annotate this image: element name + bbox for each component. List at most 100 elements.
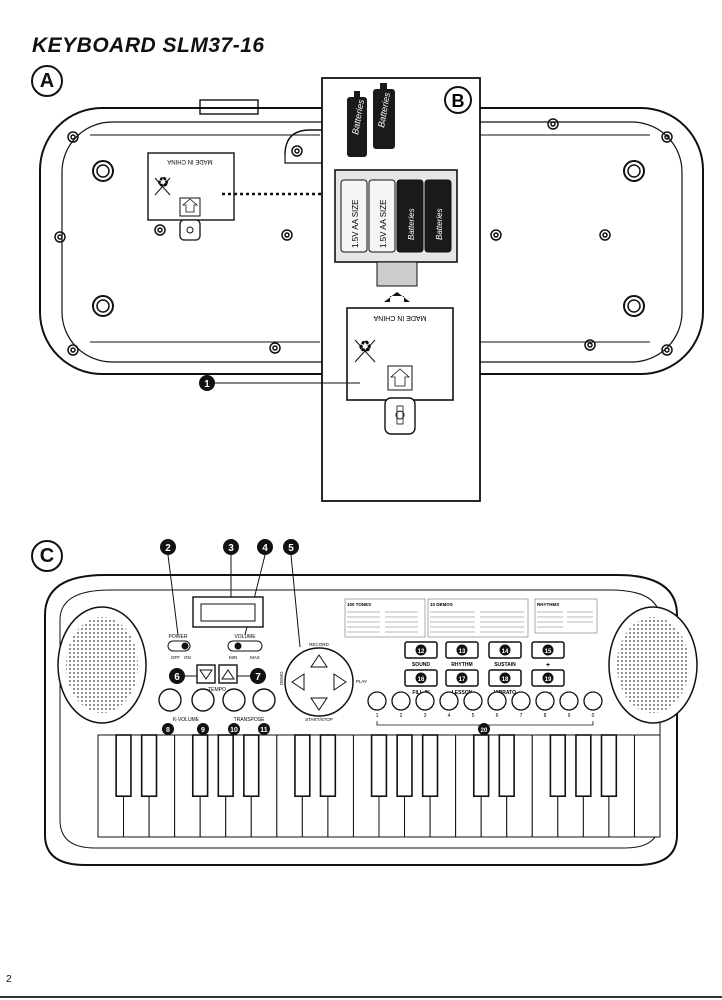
rhythm-label: RHYTHM [451,662,472,668]
callout-9: 9 [201,727,205,734]
black-key[interactable] [600,734,618,798]
made-in-label-small: MADE IN CHINA [167,158,212,164]
callout-2: 2 [165,543,171,554]
callout-15: 15 [545,649,552,655]
callout-14: 14 [502,649,509,655]
callout-6: 6 [174,672,180,683]
callout-12: 12 [418,649,425,655]
black-key[interactable] [191,734,209,798]
power-off-label: OFF [171,655,180,660]
black-key[interactable] [498,734,515,798]
white-key[interactable] [633,734,661,838]
fill-in-button[interactable]: 16 FILL-IN [404,669,438,696]
callout-11: 11 [260,727,268,734]
power-switch[interactable]: POWER OFF ON [167,634,191,660]
callout-3: 3 [228,543,234,554]
callouts-knobs: 8 9 10 11 [162,723,270,735]
tempo-up-button[interactable] [218,664,238,684]
lcd-display [192,596,264,628]
black-key[interactable] [115,734,132,798]
number-buttons[interactable] [367,691,603,711]
callout-5: 5 [288,543,294,554]
tones-heading: 100 TONES [347,602,371,607]
start-stop-label: START/STOP [305,717,333,722]
rhythm-list: RHYTHMS [534,598,598,634]
piano-keys[interactable] [97,734,661,838]
black-key[interactable] [140,734,158,798]
number-label: 2 [400,713,403,719]
rhythm-button[interactable]: 13 RHYTHM [445,641,479,668]
rhythms-heading: RHYTHMS [537,602,559,607]
callout-7: 7 [255,672,261,683]
callout-4: 4 [262,543,268,554]
callout-10: 10 [230,727,238,734]
black-key[interactable] [217,734,234,798]
lesson-button[interactable]: 17 LESSON [445,669,479,696]
knob-buttons[interactable] [158,688,276,712]
black-key[interactable] [319,734,337,798]
up-arrow [384,292,410,302]
number-label: 6 [496,713,499,719]
callout-13: 13 [459,649,466,655]
demos-heading: 10 DEMOS [430,602,453,607]
bottom-rule [0,996,722,998]
k-volume-label: K-VOLUME [173,717,200,723]
section-b-label: B [452,91,465,111]
black-key[interactable] [370,734,388,798]
volume-min-label: MIN [229,655,237,660]
minus-button[interactable]: 19 — [531,669,565,697]
transpose-label: TRANSPOSE [234,717,266,723]
plus-button[interactable]: 15 + [531,641,565,669]
section-c-label: C [31,540,63,572]
callout-18: 18 [502,677,509,683]
tempo-buttons: 6 7 TEMPO [169,664,266,693]
sustain-button[interactable]: 14 SUSTAIN [488,641,522,668]
demo-label: DEMO [279,671,284,685]
vibrato-button[interactable]: 18 VIBRATO [488,669,522,696]
volume-label: VOLUME [234,634,256,640]
battery-brand-3: Batteries [407,208,416,240]
down-arrow-button[interactable] [310,697,328,711]
black-key[interactable] [294,734,311,798]
black-key[interactable] [549,734,567,798]
function-buttons[interactable]: 12 SOUND 13 RHYTHM 14 SUSTAIN 15 + 16 FI… [404,641,565,697]
right-arrow-button[interactable] [333,673,347,691]
volume-switch[interactable]: VOLUME MIN MAX [227,634,263,660]
sound-button[interactable]: 12 SOUND [404,641,438,668]
black-key[interactable] [472,734,490,798]
power-label: POWER [169,634,188,640]
tempo-label: TEMPO [208,687,226,693]
power-on-label: ON [184,655,191,660]
volume-max-label: MAX [250,655,260,660]
black-key[interactable] [421,734,439,798]
speaker-left [57,606,147,724]
black-key[interactable] [396,734,413,798]
black-key[interactable] [243,734,260,798]
up-arrow-button[interactable] [310,654,328,668]
tempo-down-button[interactable] [196,664,216,684]
page-number: 2 [6,974,12,985]
svg-text:♻: ♻ [358,339,372,356]
callouts-top: 2 3 4 5 [160,539,301,648]
number-label: 5 [472,713,475,719]
left-arrow-button[interactable] [291,673,305,691]
callout-17: 17 [459,677,466,683]
number-label: 0 [592,713,595,719]
plus-label: + [546,662,550,669]
sound-label: SOUND [412,662,430,668]
callout-19: 19 [545,677,552,683]
compartment-small: MADE IN CHINA ♻ [147,152,235,241]
battery-size-2: 1.5V AA SIZE [379,200,388,248]
black-key[interactable] [575,734,592,798]
page-title: KEYBOARD SLM37-16 [32,34,265,57]
callout-8: 8 [166,727,170,734]
callout-16: 16 [418,677,425,683]
callout-1: 1 [204,379,210,390]
svg-text:♻: ♻ [157,174,170,190]
number-label: 7 [520,713,523,719]
made-in-label-large: MADE IN CHINA [373,314,426,321]
number-label: 9 [568,713,571,719]
number-label: 3 [424,713,427,719]
demo-list: 10 DEMOS [427,598,529,638]
direction-pad[interactable]: RECORD PLAY DEMO START/STOP [279,642,367,722]
